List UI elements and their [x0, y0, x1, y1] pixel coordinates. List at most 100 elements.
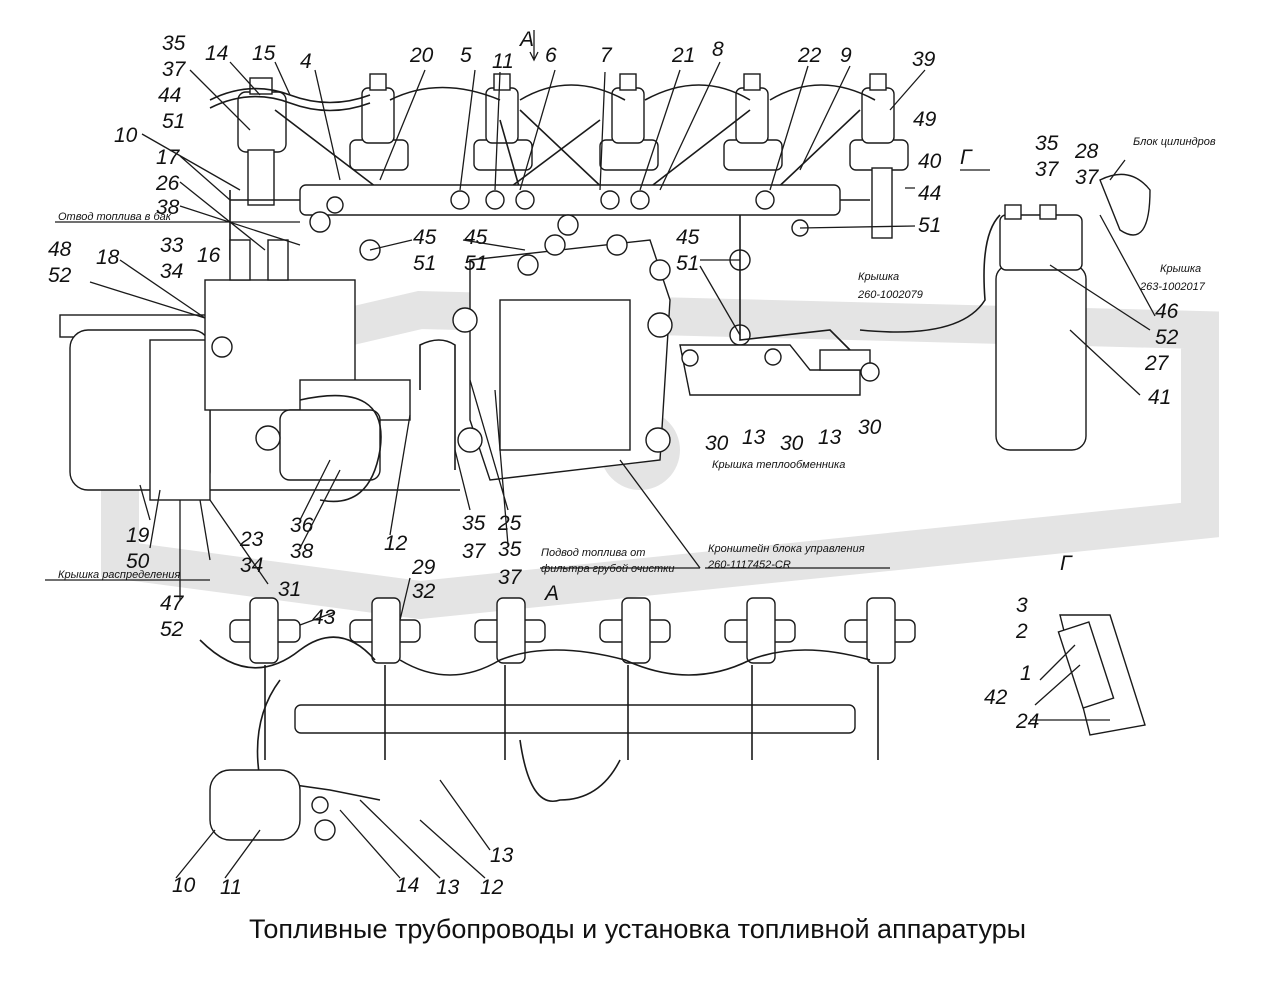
callout: 45: [413, 226, 437, 249]
label-fuel-return: Отвод топлива в бак: [58, 211, 172, 223]
callout: 23: [239, 528, 264, 551]
callout: 3: [1016, 594, 1028, 617]
callout: 22: [797, 44, 822, 67]
label-cover-num: 260-1002079: [857, 289, 923, 301]
callout: 13: [742, 426, 766, 449]
detail-view-g: [1030, 614, 1146, 736]
bottom-injectors: [199, 597, 916, 841]
callout: 27: [1144, 352, 1170, 375]
callout: 4: [300, 50, 312, 73]
callout: 24: [1015, 710, 1039, 733]
callout: 7: [600, 44, 613, 67]
callout: 29: [411, 556, 436, 579]
callout: 10: [172, 874, 196, 897]
callout: 9: [840, 44, 852, 67]
callout: 46: [1155, 300, 1179, 323]
callout-numbers: 35 37 14 15 4 20 5 11 6 7 21 8 22 9 39 4…: [48, 32, 1179, 899]
callout: 5: [460, 44, 472, 67]
callout: 49: [913, 108, 937, 131]
callout: 39: [912, 48, 936, 71]
callout: 25: [497, 512, 522, 535]
callout: 12: [384, 532, 408, 555]
label-cover2-num: 263-1002017: [1139, 281, 1206, 293]
top-fuel-pipes: [209, 84, 876, 260]
callout: 15: [252, 42, 276, 65]
callout: 38: [156, 196, 180, 219]
callout: 12: [480, 876, 504, 899]
callout: 8: [712, 38, 724, 61]
callout: 26: [155, 172, 180, 195]
callout: 28: [1074, 140, 1099, 163]
callout: 11: [492, 50, 514, 73]
callout: 51: [413, 252, 436, 275]
callout: 41: [1148, 386, 1171, 409]
callout: 51: [676, 252, 699, 275]
callout: 34: [240, 554, 263, 577]
callout: 32: [412, 580, 436, 603]
callout: 35: [498, 538, 522, 561]
label-bracket-1: Кронштейн блока управления: [708, 543, 865, 555]
callout: 52: [48, 264, 72, 287]
figure-caption: Топливные трубопроводы и установка топли…: [248, 914, 1027, 944]
callout: 52: [160, 618, 184, 641]
callout: 44: [918, 182, 941, 205]
callout: 1: [1020, 662, 1032, 685]
callout: 31: [278, 578, 301, 601]
callout: 37: [1075, 166, 1100, 189]
label-cover2: Крышка: [1160, 263, 1201, 275]
callout: 36: [290, 514, 314, 537]
view-marker-g-top: Г: [960, 146, 973, 169]
label-cylinder-block: Блок цилиндров: [1133, 136, 1216, 148]
callout: 20: [409, 44, 434, 67]
callout: 18: [96, 246, 120, 269]
callout: 30: [858, 416, 882, 439]
callout: 11: [220, 876, 242, 899]
view-marker-a-top: А: [518, 28, 534, 51]
annotations: А Г А Г Отвод топлива в бак Крышка 260-1…: [58, 28, 1216, 605]
callout: 44: [158, 84, 181, 107]
label-heat-exchanger: Крышка теплообменника: [712, 459, 845, 471]
callout: 6: [545, 44, 557, 67]
label-fuel-supply-1: Подвод топлива от: [541, 547, 645, 559]
callout: 33: [160, 234, 184, 257]
callout: 51: [464, 252, 487, 275]
callout: 30: [705, 432, 729, 455]
label-cover: Крышка: [858, 271, 899, 283]
callout: 19: [126, 524, 150, 547]
callout: 42: [984, 686, 1008, 709]
label-bracket-2: 260-1117452-CR: [707, 559, 791, 571]
control-unit: [309, 196, 851, 481]
callout: 17: [156, 146, 181, 169]
callout: 13: [818, 426, 842, 449]
label-fuel-supply-2: фильтра грубой очистки: [541, 563, 674, 575]
callout: 14: [205, 42, 228, 65]
callout: 10: [114, 124, 138, 147]
callout: 2: [1015, 620, 1028, 643]
view-marker-g-detail: Г: [1060, 552, 1073, 575]
callout: 37: [462, 540, 487, 563]
callout: 14: [396, 874, 419, 897]
callout: 13: [490, 844, 514, 867]
callout: 16: [197, 244, 221, 267]
callout: 50: [126, 550, 150, 573]
fuel-pump-assembly: [59, 239, 460, 503]
heat-exchanger-bracket: [679, 344, 880, 396]
callout: 48: [48, 238, 72, 261]
leader-lines: [45, 61, 1156, 879]
callout: 51: [162, 110, 185, 133]
view-marker-a-bottom: А: [543, 582, 559, 605]
callout: 45: [464, 226, 488, 249]
fuel-filter: [859, 173, 1151, 451]
callout: 51: [918, 214, 941, 237]
callout: 52: [1155, 326, 1179, 349]
callout: 21: [671, 44, 695, 67]
callout: 45: [676, 226, 700, 249]
callout: 13: [436, 876, 460, 899]
callout: 40: [918, 150, 942, 173]
callout: 37: [162, 58, 187, 81]
callout: 35: [1035, 132, 1059, 155]
label-timing-cover: Крышка распределения: [58, 569, 180, 581]
callout: 37: [1035, 158, 1060, 181]
callout: 47: [160, 592, 185, 615]
